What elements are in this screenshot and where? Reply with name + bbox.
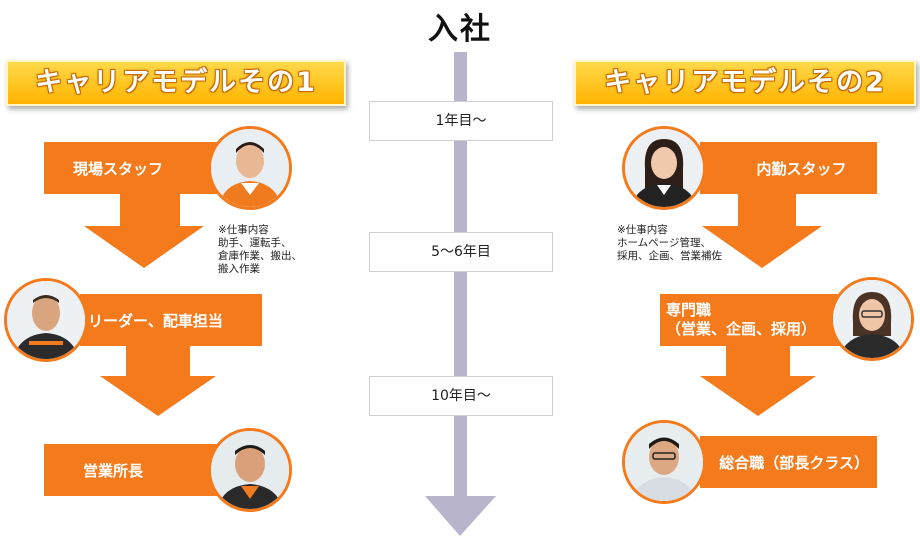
person-photo-icon	[833, 280, 911, 358]
model2-step2-arrow	[660, 294, 840, 416]
model1-step2-photo	[4, 278, 88, 362]
model1-step2-arrow	[80, 294, 262, 416]
model2-step1-arrow	[700, 142, 877, 268]
timeline-stage-3: 10年目～	[369, 376, 553, 416]
model2-step3-label: 総合職（部長クラス）	[700, 436, 877, 488]
timeline-stage-2: 5～6年目	[369, 232, 553, 272]
timeline-start-label: 入社	[428, 12, 492, 47]
model2-step1-label: 内勤スタッフ	[756, 159, 847, 178]
model1-step3-label: 営業所長	[44, 444, 222, 496]
model1-step1-photo	[208, 126, 292, 210]
model2-step3-photo	[622, 420, 706, 504]
person-photo-icon	[625, 423, 703, 501]
career-model-1-title: キャリアモデルその1	[6, 60, 346, 106]
model1-job-note: ※仕事内容 助手、運転手、 倉庫作業、搬出、 搬入作業	[218, 224, 302, 275]
person-photo-icon	[625, 129, 703, 207]
model2-step1-photo	[622, 126, 706, 210]
timeline-stage-1: 1年目～	[369, 101, 553, 141]
model1-step2-label: リーダー、配車担当	[88, 311, 223, 330]
model2-step2-photo	[830, 277, 914, 361]
person-photo-icon	[7, 281, 85, 359]
model2-step2-label: 専門職 （営業、企画、採用）	[666, 301, 817, 338]
model1-step3-photo	[208, 428, 292, 512]
model1-step1-label: 現場スタッフ	[72, 159, 163, 178]
model2-job-note: ※仕事内容 ホームページ管理、 採用、企画、営業補佐	[617, 224, 722, 262]
person-photo-icon	[211, 431, 289, 509]
model1-step1-arrow	[44, 142, 222, 268]
career-model-2-title: キャリアモデルその2	[574, 60, 916, 106]
person-photo-icon	[211, 129, 289, 207]
